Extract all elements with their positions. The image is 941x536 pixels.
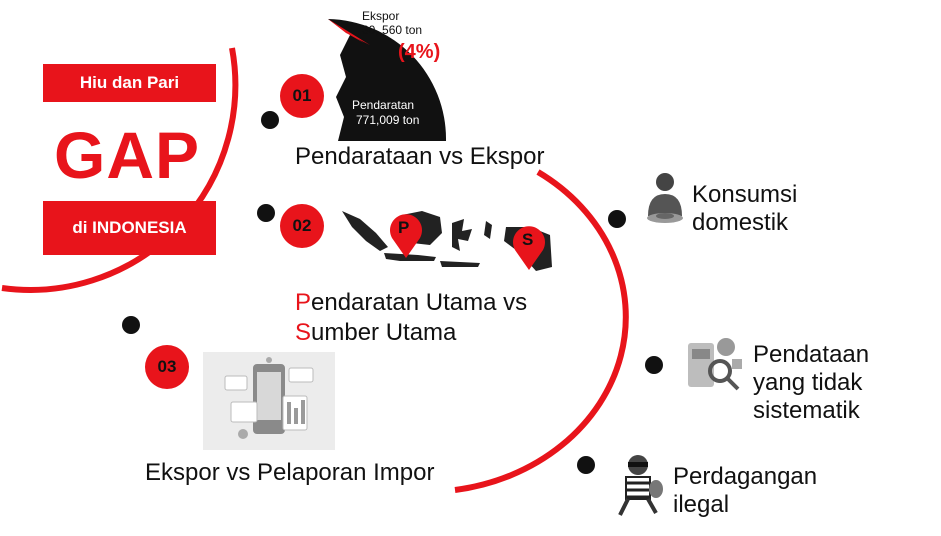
gap-heading: GAP [54,118,201,192]
map-java [384,253,436,261]
landing-value: 771,009 ton [356,113,420,127]
map-nusa-tenggara [440,261,480,267]
cause-2-line3: sistematik [753,397,860,424]
gap-02-title-line1: Pendaratan Utama vs [295,288,527,318]
arc-dot-perdagangan [577,456,595,474]
gap-02-line1-rest: endaratan Utama vs [311,289,528,316]
map-maluku [484,221,492,239]
cause-1-line2: domestik [692,209,789,236]
cause-1-line1: Konsumsi [692,181,798,208]
cause-3-line2: ilegal [673,491,730,518]
gap-02-first-letter: P [295,289,312,316]
gap-02-line2-rest: umber Utama [311,319,457,346]
report-documents-icon [224,357,314,439]
export-slice-edge [328,19,370,45]
gap-02-line2-first-letter: S [295,319,312,346]
export-value: 30, 560 ton [362,23,423,37]
map-sulawesi [452,219,472,251]
pin-p-label: P [398,218,410,237]
right-arc [454,169,629,493]
badge-03: 03 [145,345,189,389]
cause-2-line2: yang tidak [753,369,863,396]
cause-2-line1: Pendataan [753,341,870,368]
arc-dot-pendataan [645,356,663,374]
map-sumatra [342,211,388,251]
landing-label: Pendaratan [352,98,415,112]
person-eating-icon [647,173,683,223]
data-analysis-icon [688,338,742,391]
pin-s-label: S [522,230,534,249]
import-report-illustration [203,352,335,450]
landing-export-wedge [328,19,447,141]
thief-icon [618,455,663,516]
badge-02: 02 [280,204,324,248]
title-bottom-label: di INDONESIA [72,218,187,237]
arc-dot-03 [122,316,140,334]
title-top-label: Hiu dan Pari [79,73,180,92]
gap-02-title-line2: Sumber Utama [295,318,456,348]
landing-slice [328,19,447,141]
pin-p-icon [390,214,422,258]
title-bottom-box: di INDONESIA [43,201,216,255]
title-top-box: Hiu dan Pari [43,64,216,102]
gap-01-title: Pendarataan vs Ekspor [295,143,545,170]
pin-s-icon [513,226,545,270]
export-percent: (4%) [398,41,441,63]
arc-dot-02 [257,204,275,222]
gap-03-title: Ekspor vs Pelaporan Impor [145,459,435,486]
badge-01: 01 [280,74,324,118]
arc-dot-konsumsi [608,210,626,228]
export-label: Ekspor [362,9,400,23]
arc-dot-01 [261,111,279,129]
cause-3-line1: Perdagangan [673,463,818,490]
